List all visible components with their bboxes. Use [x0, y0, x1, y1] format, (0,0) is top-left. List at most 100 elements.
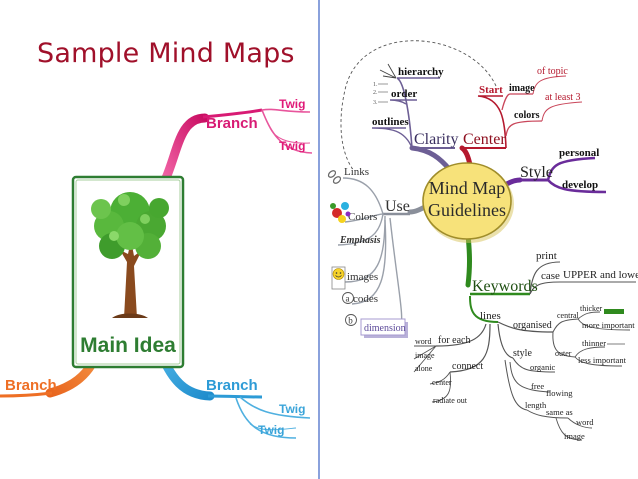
- order-ticks: [378, 83, 388, 103]
- word-label: word: [415, 337, 431, 346]
- outer-line: [552, 331, 576, 358]
- same-as-label: same as: [546, 407, 573, 417]
- center-ellipse: [422, 162, 512, 240]
- organic-label: organic: [530, 362, 556, 372]
- twig-bottom-line-2: [235, 397, 297, 439]
- organised-label: organised: [513, 320, 552, 331]
- more-important-line: [577, 318, 631, 331]
- images-label: images: [347, 271, 378, 283]
- upper-lower-label: UPPER and lower: [563, 269, 638, 281]
- twig-top-label-2: Twig: [279, 139, 305, 153]
- free-label: free: [531, 381, 544, 391]
- hierarchy-label: hierarchy: [398, 66, 444, 78]
- style-label: Style: [520, 164, 553, 181]
- of-topic-line: [532, 75, 567, 95]
- dimension-line: [389, 217, 403, 329]
- emphasis-label: Emphasis: [339, 235, 381, 246]
- image-line: [501, 93, 533, 111]
- style-k-line: [497, 323, 514, 359]
- less-important-line: [574, 356, 623, 367]
- branch-top-label: Branch: [206, 115, 258, 132]
- word-image-2-lines: [555, 417, 593, 441]
- personal-line: [546, 156, 596, 181]
- dimension-label: dimension: [364, 323, 406, 334]
- code-a-letter: a: [346, 294, 350, 304]
- develop-label: develop: [562, 179, 598, 191]
- length-label: length: [525, 400, 547, 410]
- clarity-connector: [409, 145, 453, 173]
- twig-top-line-2b: [269, 127, 311, 144]
- branch-left-line: [0, 391, 53, 398]
- keywords-label: Keywords: [472, 278, 538, 295]
- order-label: order: [391, 88, 417, 100]
- twig-bottom-label-1: Twig: [279, 402, 305, 416]
- thicker-label: thicker: [580, 304, 603, 313]
- thick-line-sample: [604, 309, 624, 314]
- start-line: [477, 95, 507, 149]
- center-k-label: center: [432, 378, 452, 387]
- branch-bottom-line: [207, 394, 263, 399]
- style-k-label: style: [513, 348, 532, 359]
- code-b-letter: b: [348, 316, 353, 326]
- paint-splash-icon: [330, 202, 351, 223]
- at-least-3-label: at least 3: [545, 92, 581, 103]
- colors-c-line: [505, 120, 543, 137]
- image-k-label: image: [415, 351, 435, 360]
- of-topic-label: of topic: [537, 66, 568, 77]
- image-label: image: [509, 83, 535, 94]
- less-important-label: less important: [578, 355, 627, 365]
- personal-label: personal: [559, 147, 599, 159]
- organic-line: [512, 357, 556, 373]
- central-label: central: [557, 311, 580, 320]
- connect-label: connect: [452, 361, 483, 372]
- images-line: [344, 215, 386, 283]
- develop-line: [547, 179, 607, 194]
- emphasis-line: [337, 213, 384, 246]
- code-b-icon: b: [345, 314, 357, 326]
- central-line: [552, 318, 579, 333]
- dimension-box: [360, 318, 406, 336]
- codes-label: codes: [353, 293, 378, 305]
- twig-top-label-1: Twig: [279, 97, 305, 111]
- outer-label: outer: [555, 349, 572, 358]
- dashed-link-curve: [340, 40, 497, 169]
- start-label: Start: [479, 84, 503, 96]
- center-radiate-lines: [429, 371, 452, 403]
- for-each-label: for each: [438, 335, 470, 346]
- right-mind-map: 1. 2. 3. Clarity hierarchy order outline…: [327, 40, 638, 441]
- clarity-label: Clarity: [414, 131, 458, 148]
- case-label: case: [541, 270, 560, 282]
- lines-line: [469, 295, 499, 323]
- center-title-line-1: Mind Map: [429, 178, 506, 198]
- chain-link-icon: [327, 170, 342, 184]
- num-2: 2.: [373, 90, 378, 96]
- code-a-icon: a: [342, 292, 354, 304]
- branch-top-connector: [161, 113, 210, 183]
- outlines-label: outlines: [372, 116, 409, 128]
- lines-label: lines: [480, 310, 501, 322]
- at-least-line: [541, 101, 583, 122]
- center-label: Center: [463, 131, 506, 148]
- smiley-icon: [331, 266, 346, 290]
- alone-label: alone: [415, 364, 433, 373]
- print-label: print: [536, 250, 557, 262]
- tree-icon: [91, 192, 169, 318]
- thinner-line: [574, 346, 606, 358]
- branch-left-label: Branch: [5, 377, 57, 394]
- use-label: Use: [385, 198, 410, 215]
- image-2-label: image: [564, 431, 585, 441]
- left-mind-map: Branch Twig Twig Branch Branch Twig Twig: [0, 97, 313, 439]
- thinner-label: thinner: [582, 338, 606, 348]
- links-label: Links: [344, 166, 369, 178]
- num-1: 1.: [373, 82, 378, 88]
- word-image-alone-lines: [413, 345, 437, 373]
- twig-top-line-1: [261, 108, 311, 113]
- main-idea-frame-inner: [75, 179, 181, 365]
- free-line: [509, 361, 551, 393]
- same-as-line: [526, 409, 569, 419]
- radiate-out-label: radiate out: [433, 396, 468, 405]
- main-idea-label: Main Idea: [80, 334, 176, 357]
- for-each-line: [435, 323, 487, 347]
- twig-top-line-2: [261, 109, 313, 154]
- colors-u-label: Colors: [348, 211, 377, 223]
